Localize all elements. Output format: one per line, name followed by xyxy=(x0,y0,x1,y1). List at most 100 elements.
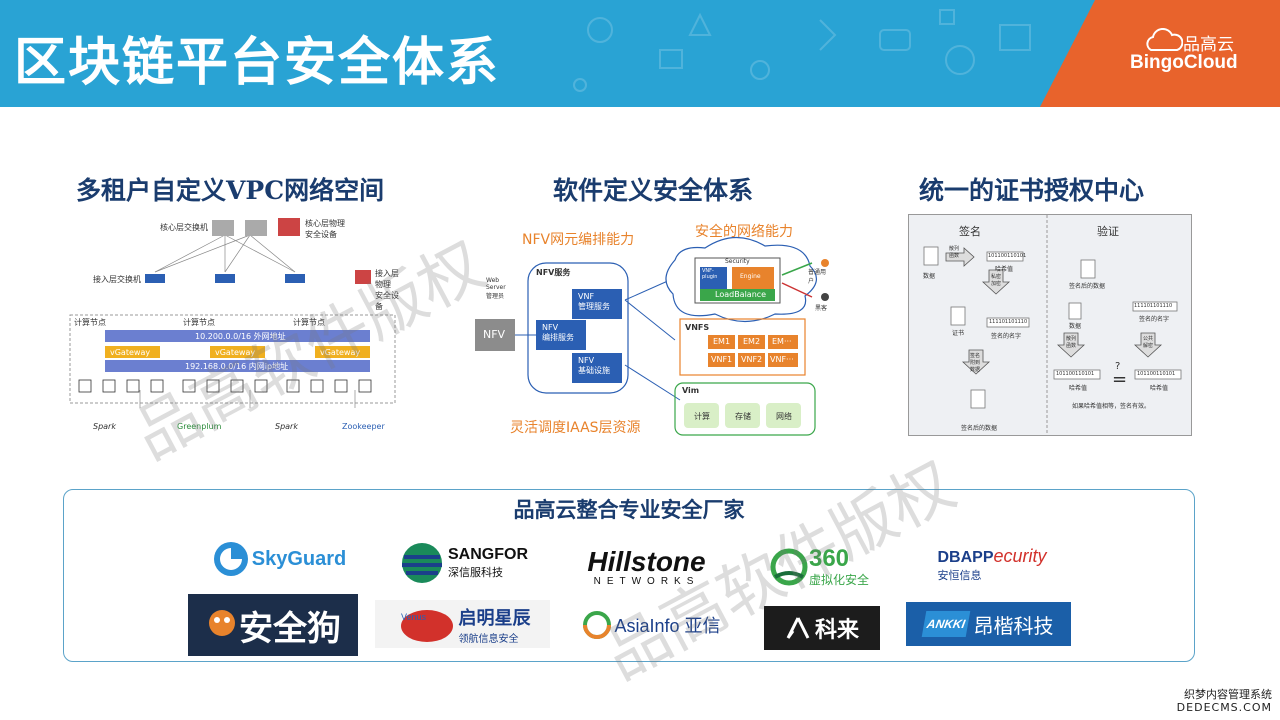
360-icon xyxy=(770,548,808,586)
vgateway-label-1: vGateway xyxy=(110,348,151,357)
dbapp-cn-text: 安恒信息 xyxy=(937,569,982,582)
internal-network-bar xyxy=(105,360,370,372)
nfv-orchestration-label: NFV 编排服务 xyxy=(542,323,574,342)
venustech-sub-text: 领航信息安全 xyxy=(458,633,519,645)
vpc-section-title: 多租户自定义VPC网络空间 xyxy=(76,176,385,205)
signed-data-label: 签名后的数据 xyxy=(961,425,998,432)
core-switch-icon-2 xyxy=(245,220,267,236)
hash-function-label: 散列 函数 xyxy=(949,246,960,259)
loadbalance-label: LoadBalance xyxy=(715,290,767,299)
sangfor-cn-text: 深信服科技 xyxy=(448,567,503,579)
ankki-cn-text: 昂楷科技 xyxy=(973,615,1054,638)
vnf2-label: VNF2 xyxy=(741,355,763,364)
nfv-capability-label: NFV网元编排能力 xyxy=(522,232,635,248)
vgateway-3 xyxy=(315,346,370,358)
sangfor-text: SANGFOR xyxy=(448,546,528,563)
vnf3-label: VNF··· xyxy=(770,355,794,364)
hash-function-label-2: 散列 函数 xyxy=(1066,336,1077,349)
vnfs-label: VNFS xyxy=(685,323,710,332)
vgateway-2 xyxy=(210,346,265,358)
vgateway-label-2: vGateway xyxy=(215,348,256,357)
page-title: 区块链平台安全体系 xyxy=(14,33,501,93)
access-switch-icon-3 xyxy=(285,274,305,283)
vnf1-label: VNF1 xyxy=(711,355,733,364)
vgateway-1 xyxy=(105,346,160,358)
vendors-panel: 品高云整合专业安全厂家 SkyGuard SANGFOR 深信服科技 Hills… xyxy=(63,489,1195,662)
footer-line-2: DEDECMS.COM xyxy=(1176,701,1272,714)
vendors-title: 品高云整合专业安全厂家 xyxy=(513,498,745,522)
public-decrypt-label: 公共 解密 xyxy=(1143,336,1154,349)
em3-label: EM··· xyxy=(772,337,792,346)
asiainfo-icon xyxy=(583,611,612,639)
venus-text: Venus xyxy=(401,612,427,622)
spark-logo-1: Spark xyxy=(93,422,116,431)
signed-data-label-2: 签名后的数据 xyxy=(1069,283,1106,290)
normal-user-label: 普通用 户 xyxy=(808,269,827,285)
signature-bits: 111101101110 xyxy=(989,319,1028,325)
venustech-logo: Venus 启明星辰 领航信息安全 xyxy=(375,600,550,648)
nfv-section-title: 软件定义安全体系 xyxy=(553,176,754,205)
colasoft-text: 科来 xyxy=(814,617,859,642)
vpc-diagram: 核心层交换机 核心层物理 安全设备 接入层交换机 接入层物理 安全设备 计算节点… xyxy=(65,210,400,440)
access-switch-icon-1 xyxy=(145,274,165,283)
nfv-diagram: NFV网元编排能力 安全的网络能力 灵活调度IAAS层资源 NFV服务 Web … xyxy=(470,215,830,445)
em1-label: EM1 xyxy=(713,337,731,346)
private-encrypt-label: 私密 加密 xyxy=(991,274,1002,287)
spark-logo-2: Spark xyxy=(275,422,298,431)
vim-compute: 计算 xyxy=(694,412,710,421)
safedog-text: 安全狗 xyxy=(239,609,341,648)
firewall-icon-2 xyxy=(355,270,371,284)
hash-value-label-b: 哈希值 xyxy=(1150,385,1169,392)
360-logo: 360 虚拟化安全 xyxy=(749,542,889,592)
vnf-plugin-label: VNF- plugin xyxy=(702,268,718,280)
dbapp-text: DBAPP xyxy=(937,548,994,566)
engine-label: Engine xyxy=(740,273,761,280)
data-label: 数据 xyxy=(923,273,936,280)
vgateway-label-3: vGateway xyxy=(320,348,361,357)
sangfor-logo: SANGFOR 深信服科技 xyxy=(394,540,534,586)
vim-label: Vim xyxy=(682,386,700,395)
360-text: 360 xyxy=(808,544,850,572)
core-switch-label: 核心层交换机 xyxy=(160,223,208,232)
safedog-icon xyxy=(209,610,235,636)
sign-header: 签名 xyxy=(959,225,981,238)
greenplum-logo: Greenplum xyxy=(177,422,222,431)
zookeeper-logo: Zookeeper xyxy=(342,422,385,431)
safedog-logo: 安全狗 xyxy=(188,594,358,656)
security-label: Security xyxy=(725,258,750,265)
footer-line-1: 织梦内容管理系统 xyxy=(1184,688,1272,701)
hillstone-networks-text: NETWORKS xyxy=(593,575,700,587)
dbapp-security-text: ecurity xyxy=(993,545,1047,566)
venustech-text: 启明星辰 xyxy=(458,607,531,628)
signature-label: 签名的名字 xyxy=(991,333,1022,340)
network-capability-label: 安全的网络能力 xyxy=(695,224,793,240)
vpc-diagram-lines xyxy=(69,218,396,408)
footer-watermark: 织梦内容管理系统 DEDECMS.COM xyxy=(1177,688,1272,714)
core-security-label: 核心层物理 安全设备 xyxy=(305,219,345,239)
vnf-mgmt-label: VNF 管理服务 xyxy=(578,292,610,311)
hillstone-text: Hillstone xyxy=(587,545,706,577)
external-network-bar xyxy=(105,330,370,342)
hash-bits-a: 101100110101 xyxy=(1056,371,1095,377)
hash-bits-b: 101100110101 xyxy=(1137,371,1176,377)
header-banner: 区块链平台安全体系 品高云 BingoCloud xyxy=(0,0,1280,107)
ca-diagram: 签名 验证 数据 散列 函数 101100110101 哈希值 私密 加密 证书… xyxy=(908,214,1192,436)
em2-label: EM2 xyxy=(743,337,761,346)
cloud-icon xyxy=(1146,28,1183,51)
skyguard-logo: SkyGuard xyxy=(204,536,354,582)
360-sub-text: 虚拟化安全 xyxy=(808,572,869,587)
question-mark: ? xyxy=(1115,361,1121,372)
hash-value-label: 哈希值 xyxy=(995,266,1014,273)
attach-signature-label: 签名 附到 数据 xyxy=(970,353,981,373)
data-label-2: 数据 xyxy=(1069,323,1082,330)
vim-network: 网络 xyxy=(776,412,792,421)
cert-label: 证书 xyxy=(952,330,965,337)
signature-label-2: 签名的名字 xyxy=(1139,316,1170,323)
skyguard-text: SkyGuard xyxy=(251,547,347,570)
hash-bits: 101100110101 xyxy=(988,253,1027,259)
nfv-box-label: NFV xyxy=(483,328,506,341)
conclusion-text: 如果哈希值相等，签名有效。 xyxy=(1072,403,1151,410)
ankki-logo: ANKKI 昂楷科技 xyxy=(906,602,1071,646)
core-switch-icon-1 xyxy=(212,220,234,236)
external-network-label: 10.200.0.0/16 外网地址 xyxy=(195,332,286,341)
